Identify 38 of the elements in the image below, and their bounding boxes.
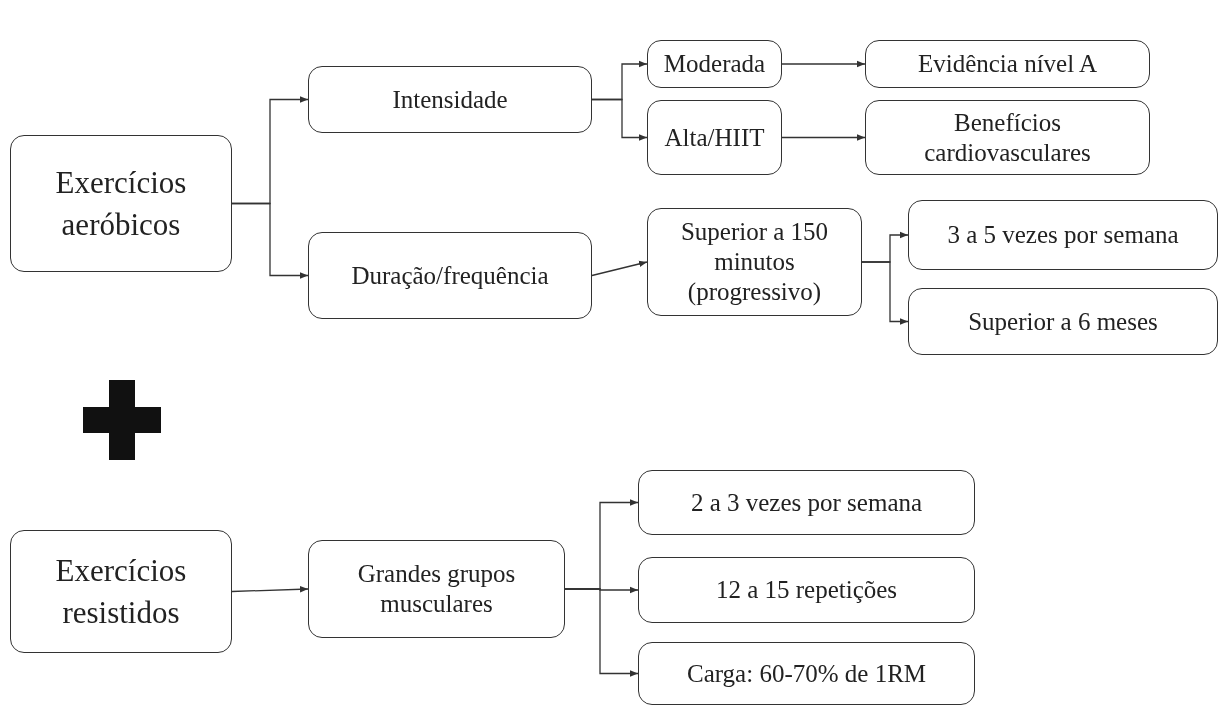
process-box [647, 208, 862, 316]
process-box [908, 200, 1218, 270]
process-box [865, 40, 1150, 88]
process-box [865, 100, 1150, 175]
box-label: Exercícios resistidos [54, 551, 188, 632]
process-box [308, 66, 592, 133]
box-label: Moderada [663, 49, 766, 79]
box-label: 12 a 15 repetições [715, 575, 898, 605]
process-box [647, 100, 782, 175]
box-label: Alta/HIIT [664, 122, 765, 153]
process-box [638, 470, 975, 535]
box-label: Carga: 60-70% de 1RM [686, 658, 927, 689]
arrow [781, 134, 866, 141]
box-label: Grandes grupos musculares [356, 559, 517, 619]
process-box [308, 540, 565, 638]
box-label: Evidência nível A [917, 49, 1098, 79]
box-label: 2 a 3 vezes por semana [690, 487, 923, 518]
arrow [591, 98, 648, 141]
box-label: Exercícios aeróbicos [54, 163, 188, 244]
arrow [861, 261, 909, 325]
box-label: Intensidade [392, 84, 508, 115]
process-box [638, 642, 975, 705]
process-box [638, 557, 975, 623]
box-label: 3 a 5 vezes por semana [947, 220, 1179, 250]
process-box [908, 288, 1218, 355]
box-label: Superior a 6 meses [968, 306, 1158, 337]
box-label: Superior a 150 minutos (progressivo) [679, 217, 830, 307]
box-label: Benefícios cardiovasculares [923, 107, 1092, 168]
arrow [781, 60, 866, 68]
box-label: Duração/frequência [351, 260, 549, 291]
arrow [591, 260, 648, 277]
arrow [231, 586, 309, 593]
arrow [564, 588, 639, 677]
process-box [10, 530, 232, 653]
process-box [308, 232, 592, 319]
arrow [231, 202, 309, 279]
process-box [647, 40, 782, 88]
process-box [10, 135, 232, 272]
